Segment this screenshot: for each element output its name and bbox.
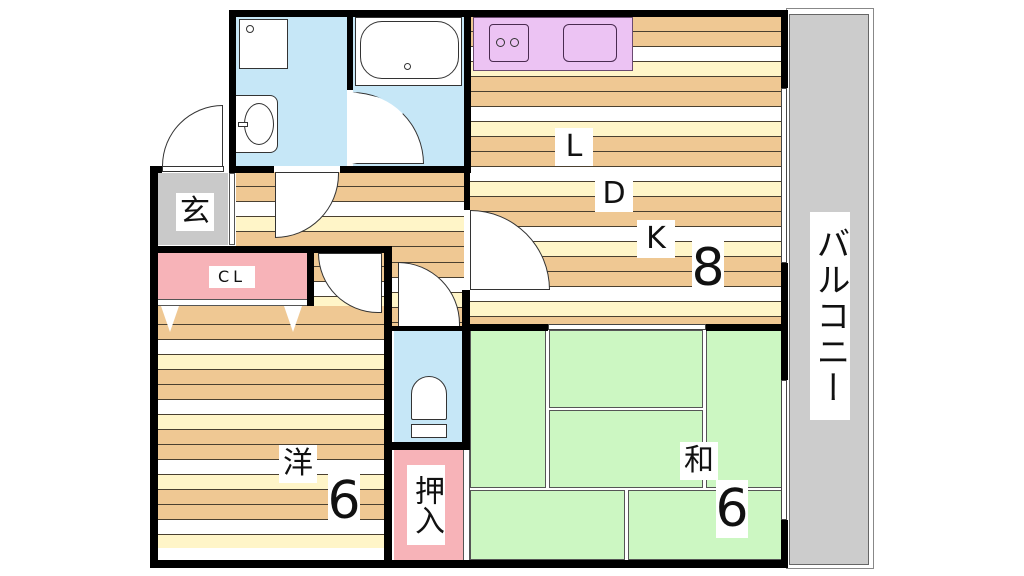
burner-right-icon <box>510 38 519 47</box>
hallway-floor <box>236 172 464 248</box>
sink-icon <box>563 24 617 62</box>
toilet-tank-icon <box>411 424 447 438</box>
ldk-label-k: K <box>637 220 675 258</box>
toilet-bowl-icon <box>411 376 447 420</box>
tatami-6 <box>628 490 782 560</box>
wall-top <box>229 10 788 17</box>
wall-right-bottom <box>781 520 788 568</box>
wall-bath-left <box>229 10 236 173</box>
drain-icon <box>246 25 254 33</box>
japanese-room-sliding-door[interactable] <box>548 324 706 330</box>
wall-toilet-right <box>462 290 470 448</box>
wall-cl-right <box>307 246 314 306</box>
wall-bath-bottom-r <box>340 166 471 173</box>
japanese-balcony-window[interactable] <box>781 380 787 520</box>
wall-toilet-bottom <box>384 442 470 450</box>
front-door[interactable] <box>162 105 223 167</box>
ldk-balcony-window[interactable] <box>781 88 787 263</box>
stove-icon <box>489 24 529 62</box>
burner-left-icon <box>496 38 505 47</box>
wall-toilet-top <box>384 326 470 331</box>
wall-right-top <box>781 10 788 88</box>
faucet-icon <box>238 122 248 127</box>
tatami-1 <box>470 330 546 488</box>
tatami-5 <box>470 490 625 560</box>
wall-ldk-left-mid <box>464 172 470 210</box>
wall-ldk-japanese-r <box>706 324 788 331</box>
wall-ldk-japanese-l <box>464 324 548 331</box>
balcony-label: バルコニー <box>810 212 850 420</box>
front-door-sill <box>162 166 224 172</box>
wall-bath-ldk <box>464 10 471 172</box>
japanese-room-label: 和 <box>680 442 718 480</box>
wall-bath-divider <box>347 10 353 90</box>
oshiire-sliding-door[interactable] <box>463 450 470 560</box>
entrance-step <box>229 173 235 245</box>
oshiire-label: 押入 <box>407 465 445 545</box>
wall-left <box>150 166 158 568</box>
wall-right-mid <box>781 263 788 380</box>
western-room-bottom-white <box>158 548 384 560</box>
closet-door-rail <box>158 300 307 306</box>
ldk-size: 8 <box>691 238 725 298</box>
entrance-label: 玄 <box>176 193 214 231</box>
tatami-2 <box>549 330 703 408</box>
japanese-room-size: 6 <box>715 479 749 539</box>
closet-door-right <box>284 306 302 332</box>
wall-bottom <box>150 560 788 568</box>
wall-bath-bottom-l <box>229 166 274 173</box>
balcony-label-text: バルコニー <box>810 226 850 406</box>
bathtub-icon <box>360 21 459 79</box>
wall-western-right <box>384 246 392 568</box>
washbasin-icon <box>244 103 274 145</box>
tatami-3 <box>549 410 703 488</box>
western-room-label: 洋 <box>279 445 317 483</box>
wall-cl-top <box>150 246 390 253</box>
closet-door-left <box>161 306 179 332</box>
washing-machine-pan-icon <box>239 19 288 69</box>
bathtub-drain-icon <box>404 63 411 70</box>
tatami-4 <box>706 330 782 488</box>
ldk-label-l: L <box>555 128 593 166</box>
closet-label: CL <box>209 266 255 288</box>
ldk-label-d: D <box>595 176 633 212</box>
western-room-size: 6 <box>327 471 361 531</box>
